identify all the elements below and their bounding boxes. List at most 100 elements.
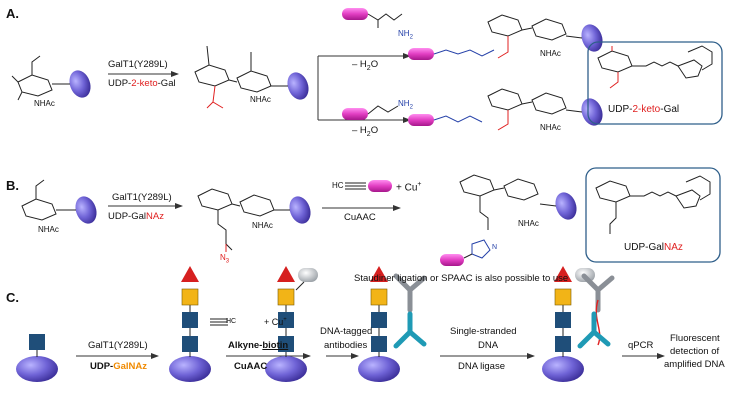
disaccharide-b (197, 188, 275, 252)
glcnac-c4a (371, 336, 387, 352)
glcnac-c5b (555, 312, 571, 328)
panel-b (21, 167, 721, 266)
inset-caption-a: UDP-2-keto-Gal (608, 104, 680, 115)
fucose-c5 (554, 266, 572, 282)
glcnac-c1 (29, 334, 45, 350)
final-label-b: detection of (670, 346, 720, 357)
aminooxy-nh2: NH2 (398, 99, 413, 111)
glcnac-ring-b1 (21, 179, 57, 221)
alkyne-hc: HC (332, 181, 344, 190)
tag-b-product (440, 254, 464, 266)
nhac-b3: NHAc (518, 219, 539, 228)
enzyme-label-a: GalT1(Y289L) (108, 59, 168, 70)
step2-click: CuAAC (234, 361, 268, 372)
step2-reagent: Alkyne-biotin (228, 340, 289, 351)
biotin-c3 (298, 268, 318, 282)
bead-b3 (555, 192, 577, 220)
reagent-label-b: UDP-GalNAz (108, 211, 164, 222)
step1-reagent: UDP-GalNAz (90, 361, 148, 372)
bead-b1 (75, 196, 97, 224)
fucose-c2 (181, 266, 199, 282)
hydrazide-reagent (342, 8, 403, 28)
step4-label-c: DNA ligase (458, 361, 505, 372)
bead-c4 (358, 356, 400, 382)
disaccharide-a-bot (487, 88, 567, 131)
tag-a-product1 (408, 48, 434, 60)
reagent-label-a: UDP-2-keto-Gal (108, 78, 176, 89)
glcnac-c4b (371, 312, 387, 328)
bead-a3 (581, 24, 603, 52)
bead-c2 (169, 356, 211, 382)
panel-b-note: Staudiner ligation or SPAAC is also poss… (354, 273, 569, 284)
nhac-a2: NHAc (250, 95, 271, 104)
glcnac-ring-a1 (11, 55, 53, 101)
inset-box-b (585, 167, 721, 263)
step4-label-b: DNA (478, 340, 499, 351)
gal-c3 (277, 288, 295, 306)
azide-n3: N3 (220, 253, 230, 265)
bead-a1 (69, 70, 91, 98)
bead-b2 (289, 196, 311, 224)
nhac-b2: NHAc (252, 221, 273, 230)
disaccharide-a-top (487, 14, 567, 59)
antibody-c4b (393, 311, 427, 349)
fucose-c4 (370, 266, 388, 282)
step3-label-b: antibodies (324, 340, 368, 351)
enzyme-label-b: GalT1(Y289L) (112, 192, 172, 203)
bead-c5 (542, 356, 584, 382)
step5-label: qPCR (628, 340, 654, 351)
disaccharide-a (194, 45, 272, 109)
gal-c2 (181, 288, 199, 306)
dna-strand-c5 (595, 299, 601, 346)
inset-caption-b: UDP-GalNAz (624, 242, 683, 253)
antibody-c5a (581, 273, 615, 313)
bead-c3 (265, 356, 307, 382)
step3-label: DNA-tagged (320, 326, 373, 337)
antibody-c5b (577, 311, 611, 349)
section-label-a: A. (6, 6, 19, 21)
fucose-c3 (277, 266, 295, 282)
nhac-a1: NHAc (34, 99, 55, 108)
glcnac-c3b (278, 312, 294, 328)
water-top: – H2O (352, 59, 379, 72)
triazole-ring (471, 239, 491, 259)
nhac-b1: NHAc (38, 225, 59, 234)
tag-a-product2 (408, 114, 434, 126)
gal-c5 (554, 288, 572, 306)
section-label-b: B. (6, 178, 19, 193)
glcnac-c2b (182, 312, 198, 328)
tag-a-top (342, 8, 368, 20)
nhac-a3: NHAc (540, 49, 561, 58)
final-label-a: Fluorescent (670, 333, 720, 344)
click-label-b: CuAAC (344, 212, 376, 223)
section-label-c: C. (6, 290, 19, 305)
bead-a4 (581, 98, 603, 126)
triazole-n: N (492, 244, 498, 251)
panel-a (11, 8, 723, 131)
final-label-c: amplified DNA (664, 359, 725, 370)
disaccharide-b-product (459, 174, 539, 230)
gal-c4 (370, 288, 388, 306)
glcnac-c3a (278, 336, 294, 352)
hydrazide-nh2: NH2 (398, 29, 413, 41)
tag-a-bottom (342, 108, 368, 120)
step4-label-a: Single-stranded (450, 326, 517, 337)
aminooxy-reagent (342, 105, 399, 120)
udp-2-keto-gal-structure (597, 45, 713, 89)
bead-a2 (287, 72, 309, 100)
water-bottom: – H2O (352, 125, 379, 138)
step2-copper: + Cu+ (264, 317, 287, 327)
panel-c (16, 266, 665, 382)
bead-c1 (16, 356, 58, 382)
glcnac-c2a (182, 336, 198, 352)
glcnac-c5a (555, 336, 571, 352)
step2-hc: HC (226, 318, 237, 325)
udp-galnaz-structure (595, 175, 711, 234)
tag-b-alkyne (368, 180, 392, 192)
copper-catalyst-b: + Cu+ (396, 181, 422, 194)
inset-box-a (587, 41, 723, 125)
antibody-c4a (393, 273, 427, 313)
nhac-a4: NHAc (540, 123, 561, 132)
step1-enzyme: GalT1(Y289L) (88, 340, 148, 351)
